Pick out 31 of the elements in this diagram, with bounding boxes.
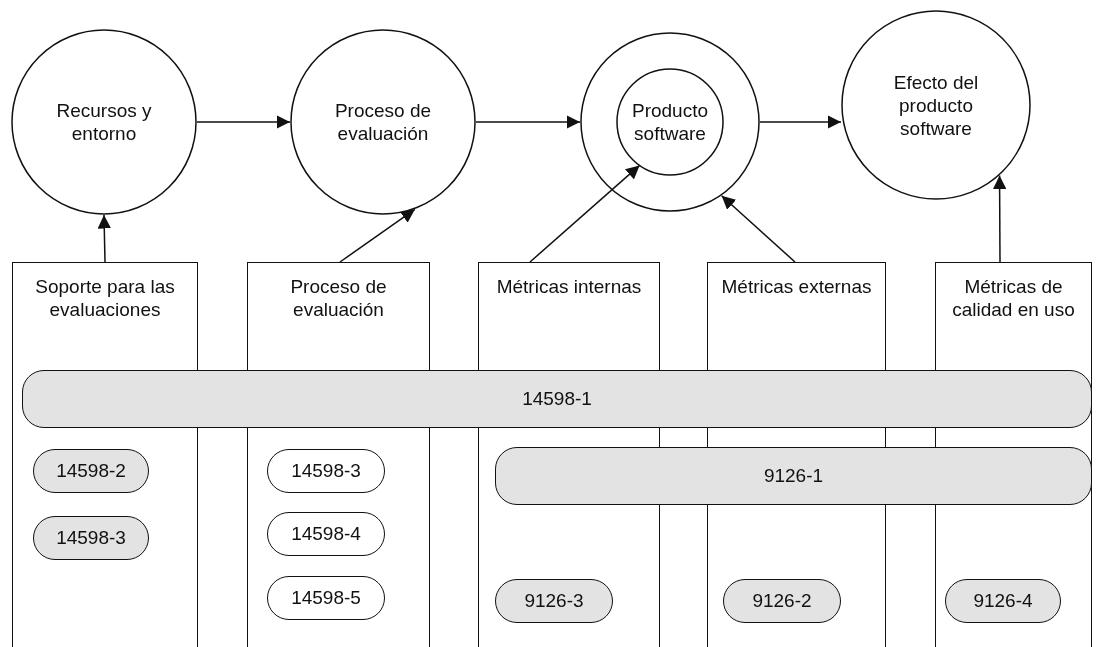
arrow xyxy=(339,208,416,263)
column-heading: Métricas de calidad en uso xyxy=(951,275,1076,321)
arrow xyxy=(992,174,1007,263)
standard-pill: 14598-2 xyxy=(33,449,149,493)
node-label: Recursos y entorno xyxy=(55,99,153,145)
circle-node xyxy=(11,29,197,215)
node-label: Efecto del producto software xyxy=(892,70,980,140)
node-label: Proceso de evaluación xyxy=(333,99,433,145)
standard-pill: 9126-2 xyxy=(723,579,841,623)
standard-pill: 9126-1 xyxy=(495,447,1092,505)
arrow xyxy=(97,214,112,263)
circle-node xyxy=(841,10,1031,200)
standard-pill: 14598-3 xyxy=(267,449,385,493)
circle-node xyxy=(290,29,476,215)
column-heading: Proceso de evaluación xyxy=(289,275,388,321)
standard-pill: 14598-3 xyxy=(33,516,149,560)
standard-pill: 14598-1 xyxy=(22,370,1092,428)
column-heading: Soporte para las evaluaciones xyxy=(34,275,176,321)
standard-pill: 14598-4 xyxy=(267,512,385,556)
arrow xyxy=(529,164,641,263)
arrow xyxy=(759,115,842,129)
column-heading: Métricas externas xyxy=(720,275,873,298)
node-label: Producto software xyxy=(630,99,709,145)
standard-pill: 9126-3 xyxy=(495,579,613,623)
double-circle-node xyxy=(580,32,760,212)
standard-pill: 9126-4 xyxy=(945,579,1061,623)
arrow xyxy=(720,194,796,263)
column-heading: Métricas internas xyxy=(495,275,643,298)
standard-pill: 14598-5 xyxy=(267,576,385,620)
arrow xyxy=(196,115,291,129)
arrow xyxy=(475,115,581,129)
